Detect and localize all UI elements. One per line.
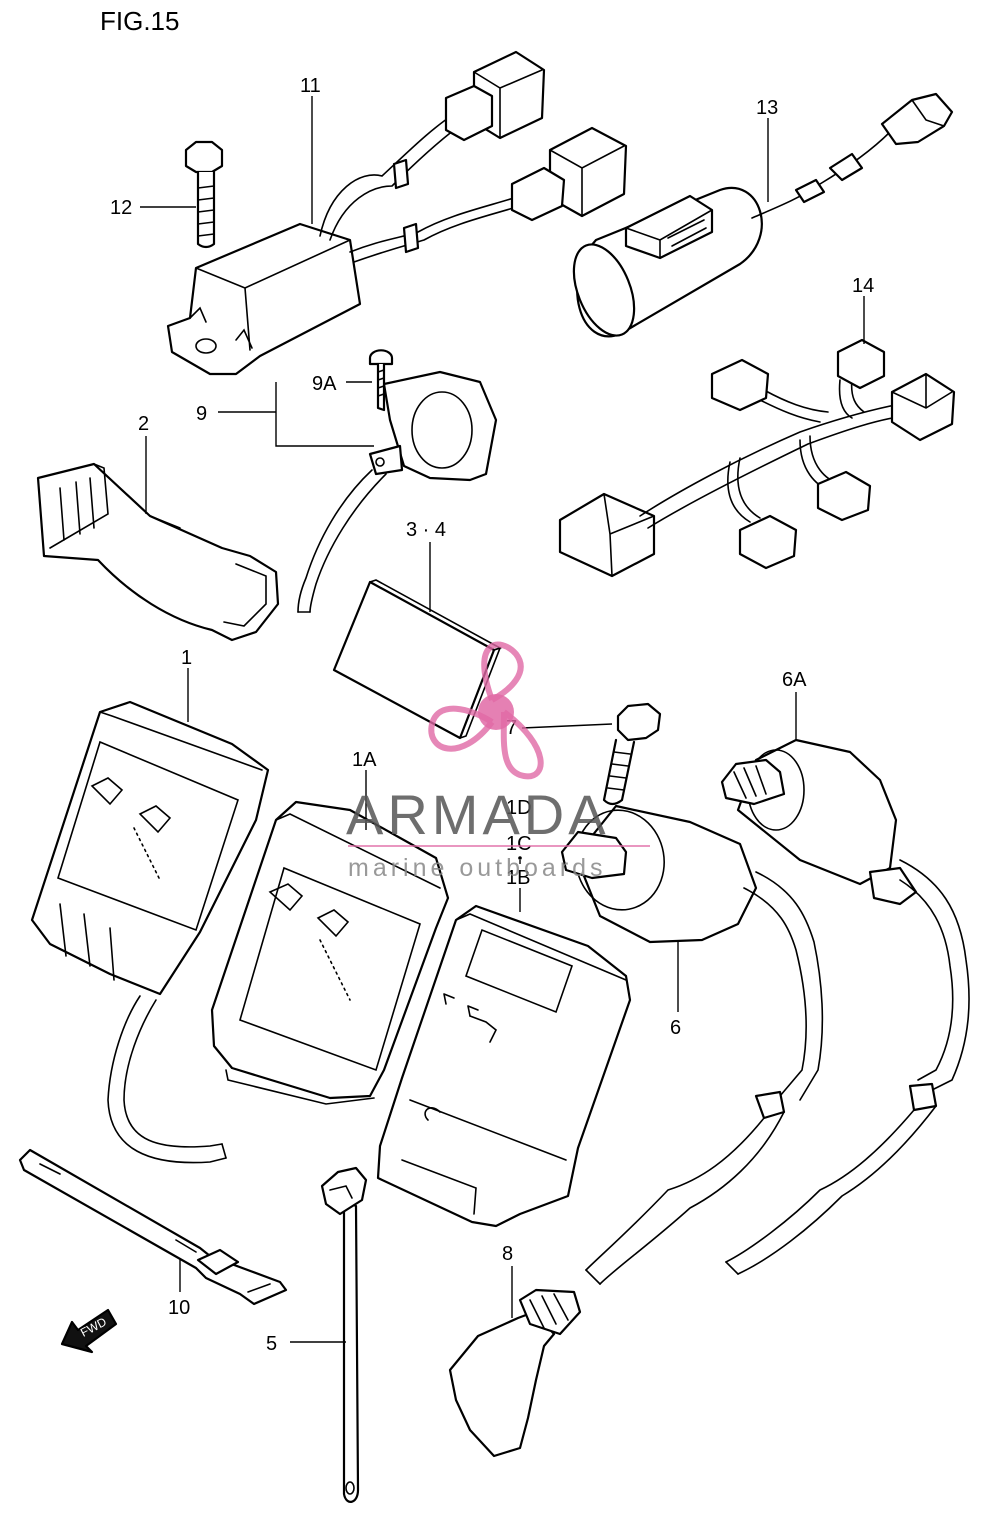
part-5-clip-tie <box>320 1166 368 1503</box>
callout-labels: 11 12 13 14 9A 9 2 3 · 4 1 6A 7 1A 1D 1C… <box>110 75 874 1355</box>
callout-1d: 1D <box>506 797 532 819</box>
callout-3-4: 3 · 4 <box>406 519 446 541</box>
figure-title: FIG.15 <box>100 6 179 36</box>
callout-6a: 6A <box>782 669 807 691</box>
leader-lines <box>140 96 865 1343</box>
part-6a-coil <box>720 738 970 1275</box>
part-12-bolt <box>184 140 224 249</box>
callout-1c: 1C <box>506 833 532 855</box>
part-10-cable-tie <box>18 1148 288 1306</box>
part-6-ignition-coil <box>560 804 824 1285</box>
callout-10: 10 <box>168 1297 190 1319</box>
callout-1b: 1B <box>506 867 530 889</box>
part-2-strap <box>36 462 280 642</box>
part-14-wire-harness <box>558 338 956 578</box>
callout-11: 11 <box>300 75 321 97</box>
callout-1a: 1A <box>352 749 377 771</box>
callout-14: 14 <box>852 275 874 297</box>
part-11-control-box <box>166 50 628 376</box>
callout-6: 6 <box>670 1017 681 1039</box>
armada-watermark: ARMADA marine outboards <box>346 641 650 882</box>
part-1-cdi-unit <box>30 700 270 1164</box>
callout-9a: 9A <box>312 373 337 395</box>
callout-7: 7 <box>506 717 517 739</box>
part-1b-cdi-unit <box>376 904 632 1228</box>
part-7-bolt <box>602 702 662 806</box>
callout-5: 5 <box>266 1333 277 1355</box>
part-3-4-pad <box>332 579 502 740</box>
callout-12: 12 <box>110 197 132 219</box>
part-9a-screw <box>368 349 394 412</box>
part-1a-cdi-unit <box>210 800 450 1105</box>
part-13-condenser <box>572 92 954 338</box>
part-9-clamp <box>297 370 498 613</box>
watermark-brand: ARMADA <box>346 783 610 846</box>
fwd-direction-marker: FWD <box>60 1308 118 1354</box>
part-8-plug-cap <box>448 1288 582 1458</box>
callout-8: 8 <box>502 1243 513 1265</box>
watermark-tagline: marine outboards <box>348 854 607 882</box>
propeller-logo-icon <box>428 641 544 780</box>
callout-2: 2 <box>138 413 149 435</box>
callout-13: 13 <box>756 97 778 119</box>
callout-9: 9 <box>196 403 207 425</box>
callout-1: 1 <box>181 647 192 669</box>
